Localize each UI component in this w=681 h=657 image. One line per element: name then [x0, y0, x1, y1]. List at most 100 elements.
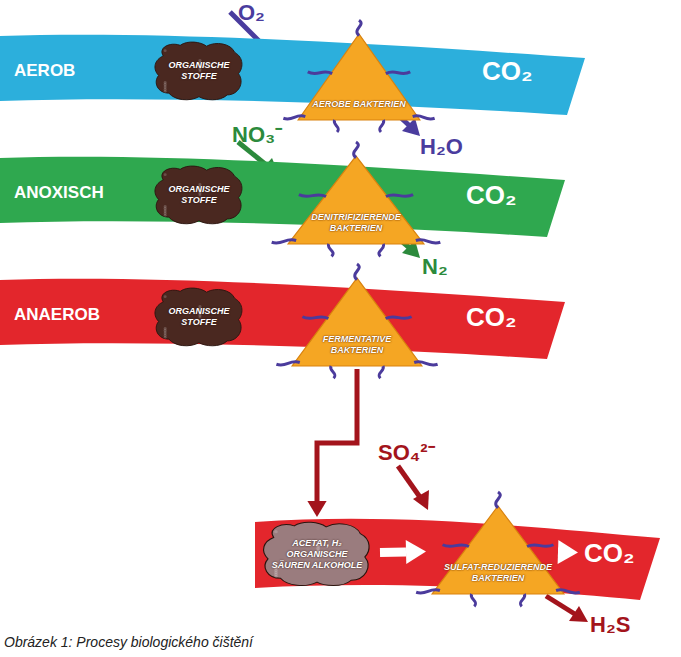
flagellum	[331, 366, 336, 378]
flagellum	[520, 594, 525, 606]
chemical-label: N₂	[422, 254, 448, 280]
flagellum	[471, 594, 476, 606]
blob-texture	[164, 173, 167, 176]
product-label: CO₂	[584, 538, 635, 569]
arrow-head	[307, 501, 326, 517]
chemical-label: H₂S	[590, 612, 630, 638]
bacteria-name: DENITRIFIZIERENDE BAKTERIEN	[294, 212, 418, 234]
triangle-outline	[298, 34, 420, 120]
substrate-blob: ORGANISCHE STOFFE	[152, 164, 246, 226]
band-outline	[0, 35, 585, 115]
process-band: AEROB ORGANISCHE STOFFE AEROBE BAKTERIEN CO…	[0, 28, 585, 123]
product-label: CO₂	[466, 302, 517, 333]
substrate-name: ORGANISCHE STOFFE	[160, 306, 238, 328]
process-name: AEROB	[14, 61, 75, 81]
triangle-outline	[432, 506, 564, 594]
blob-texture	[164, 49, 167, 52]
figure-caption: Obrázek 1: Procesy biologického čištění	[4, 634, 253, 650]
flagellum	[414, 362, 437, 365]
flagellum	[354, 142, 359, 158]
flagellum	[379, 366, 384, 378]
blob-text-box: ORGANISCHE STOFFE	[152, 40, 246, 102]
product-formula: CO₂	[584, 538, 635, 569]
band-outline	[0, 279, 565, 359]
input-arrow	[398, 466, 429, 510]
product-label: CO₂	[482, 56, 533, 87]
substrate-name: ORGANISCHE STOFFE	[160, 184, 238, 206]
triangle-outline	[292, 278, 422, 366]
process-band: ANAEROB ORGANISCHE STOFFE FERMENTATIVE BAK…	[0, 272, 565, 367]
blob-text-box: ORGANISCHE STOFFE	[152, 286, 246, 348]
flagellum	[357, 20, 361, 35]
process-band: ANOXISCH ORGANISCHE STOFFE DENITRIFIZIEREN…	[0, 150, 565, 245]
blob-outline	[155, 288, 242, 346]
chemical-label: O₂	[238, 0, 265, 26]
flagellum	[386, 317, 412, 319]
arrow-head	[406, 540, 426, 564]
flagellum	[328, 244, 333, 256]
chemical-label: SO₄²⁻	[378, 436, 435, 466]
flagellum	[556, 590, 580, 593]
arrow-line	[558, 547, 570, 556]
triangle-text-box: AEROBE BAKTERIEN	[298, 34, 420, 120]
triangle-text-box: SULFAT-REDUZIERENDE BAKTERIEN	[432, 506, 564, 594]
blob-texture	[164, 295, 167, 298]
flow-arrow	[558, 540, 578, 564]
substrate-blob: ACETAT, H₂ ORGANISCHE SÄUREN ALKOHOLE	[260, 520, 374, 588]
product-label: CO₂	[466, 180, 517, 211]
flagellum	[413, 116, 435, 119]
bacteria-name: FERMENTATIVE BAKTERIEN	[298, 334, 416, 356]
bacteria-name: AEROBE BAKTERIEN	[312, 99, 406, 110]
substrate-blob: ORGANISCHE STOFFE	[152, 40, 246, 102]
product-formula: CO₂	[466, 180, 517, 211]
process-name: ANAEROB	[14, 305, 100, 325]
flagellum	[386, 72, 410, 74]
substrate-name: ORGANISCHE STOFFE	[160, 60, 238, 82]
triangle-text-box: DENITRIFIZIERENDE BAKTERIEN	[288, 156, 424, 244]
bacteria-triangle: SULFAT-REDUZIERENDE BAKTERIEN	[432, 506, 564, 594]
arrow-line	[317, 369, 357, 501]
band-outline	[0, 157, 565, 237]
flagellum	[416, 240, 440, 243]
triangle-outline	[288, 156, 424, 244]
blob-texture	[164, 327, 167, 330]
flagellum	[283, 116, 305, 119]
arrow-line	[380, 548, 406, 558]
triangle-text-box: FERMENTATIVE BAKTERIEN	[292, 278, 422, 366]
blob-texture	[274, 530, 278, 533]
process-name: ANOXISCH	[14, 183, 104, 203]
flagellum	[299, 195, 326, 197]
bacteria-name: SULFAT-REDUZIERENDE BAKTERIEN	[438, 562, 558, 584]
product-formula: CO₂	[482, 56, 533, 87]
flagellum	[355, 264, 360, 280]
chemical-label: NO₃⁻	[232, 118, 282, 148]
bacteria-triangle: DENITRIFIZIERENDE BAKTERIEN	[288, 156, 424, 244]
flagellum	[386, 195, 413, 197]
blob-text-box: ACETAT, H₂ ORGANISCHE SÄUREN ALKOHOLE	[260, 520, 374, 588]
substrate-name: ACETAT, H₂ ORGANISCHE SÄUREN ALKOHOLE	[268, 538, 366, 571]
blob-texture	[164, 81, 167, 84]
flagellum	[334, 120, 338, 132]
blob-outline	[264, 522, 370, 585]
flow-arrow	[307, 369, 357, 517]
flagellum	[527, 545, 553, 547]
flagellum	[443, 545, 469, 547]
flagellum	[276, 362, 299, 365]
flow-arrow	[380, 540, 426, 564]
chemical-label: H₂O	[420, 134, 463, 160]
blob-outline	[155, 166, 242, 224]
arrow-head	[558, 540, 578, 564]
blob-outline	[155, 42, 242, 100]
flagellum	[379, 244, 384, 256]
flagellum	[416, 590, 440, 593]
bacteria-triangle: FERMENTATIVE BAKTERIEN	[292, 278, 422, 366]
flagellum	[308, 72, 332, 74]
flagellum	[380, 120, 384, 132]
flagellum	[302, 317, 328, 319]
bacteria-triangle: AEROBE BAKTERIEN	[298, 34, 420, 120]
flagellum	[496, 492, 501, 508]
blob-text-box: ORGANISCHE STOFFE	[152, 164, 246, 226]
flagellum	[272, 240, 296, 243]
output-arrow	[546, 596, 588, 622]
